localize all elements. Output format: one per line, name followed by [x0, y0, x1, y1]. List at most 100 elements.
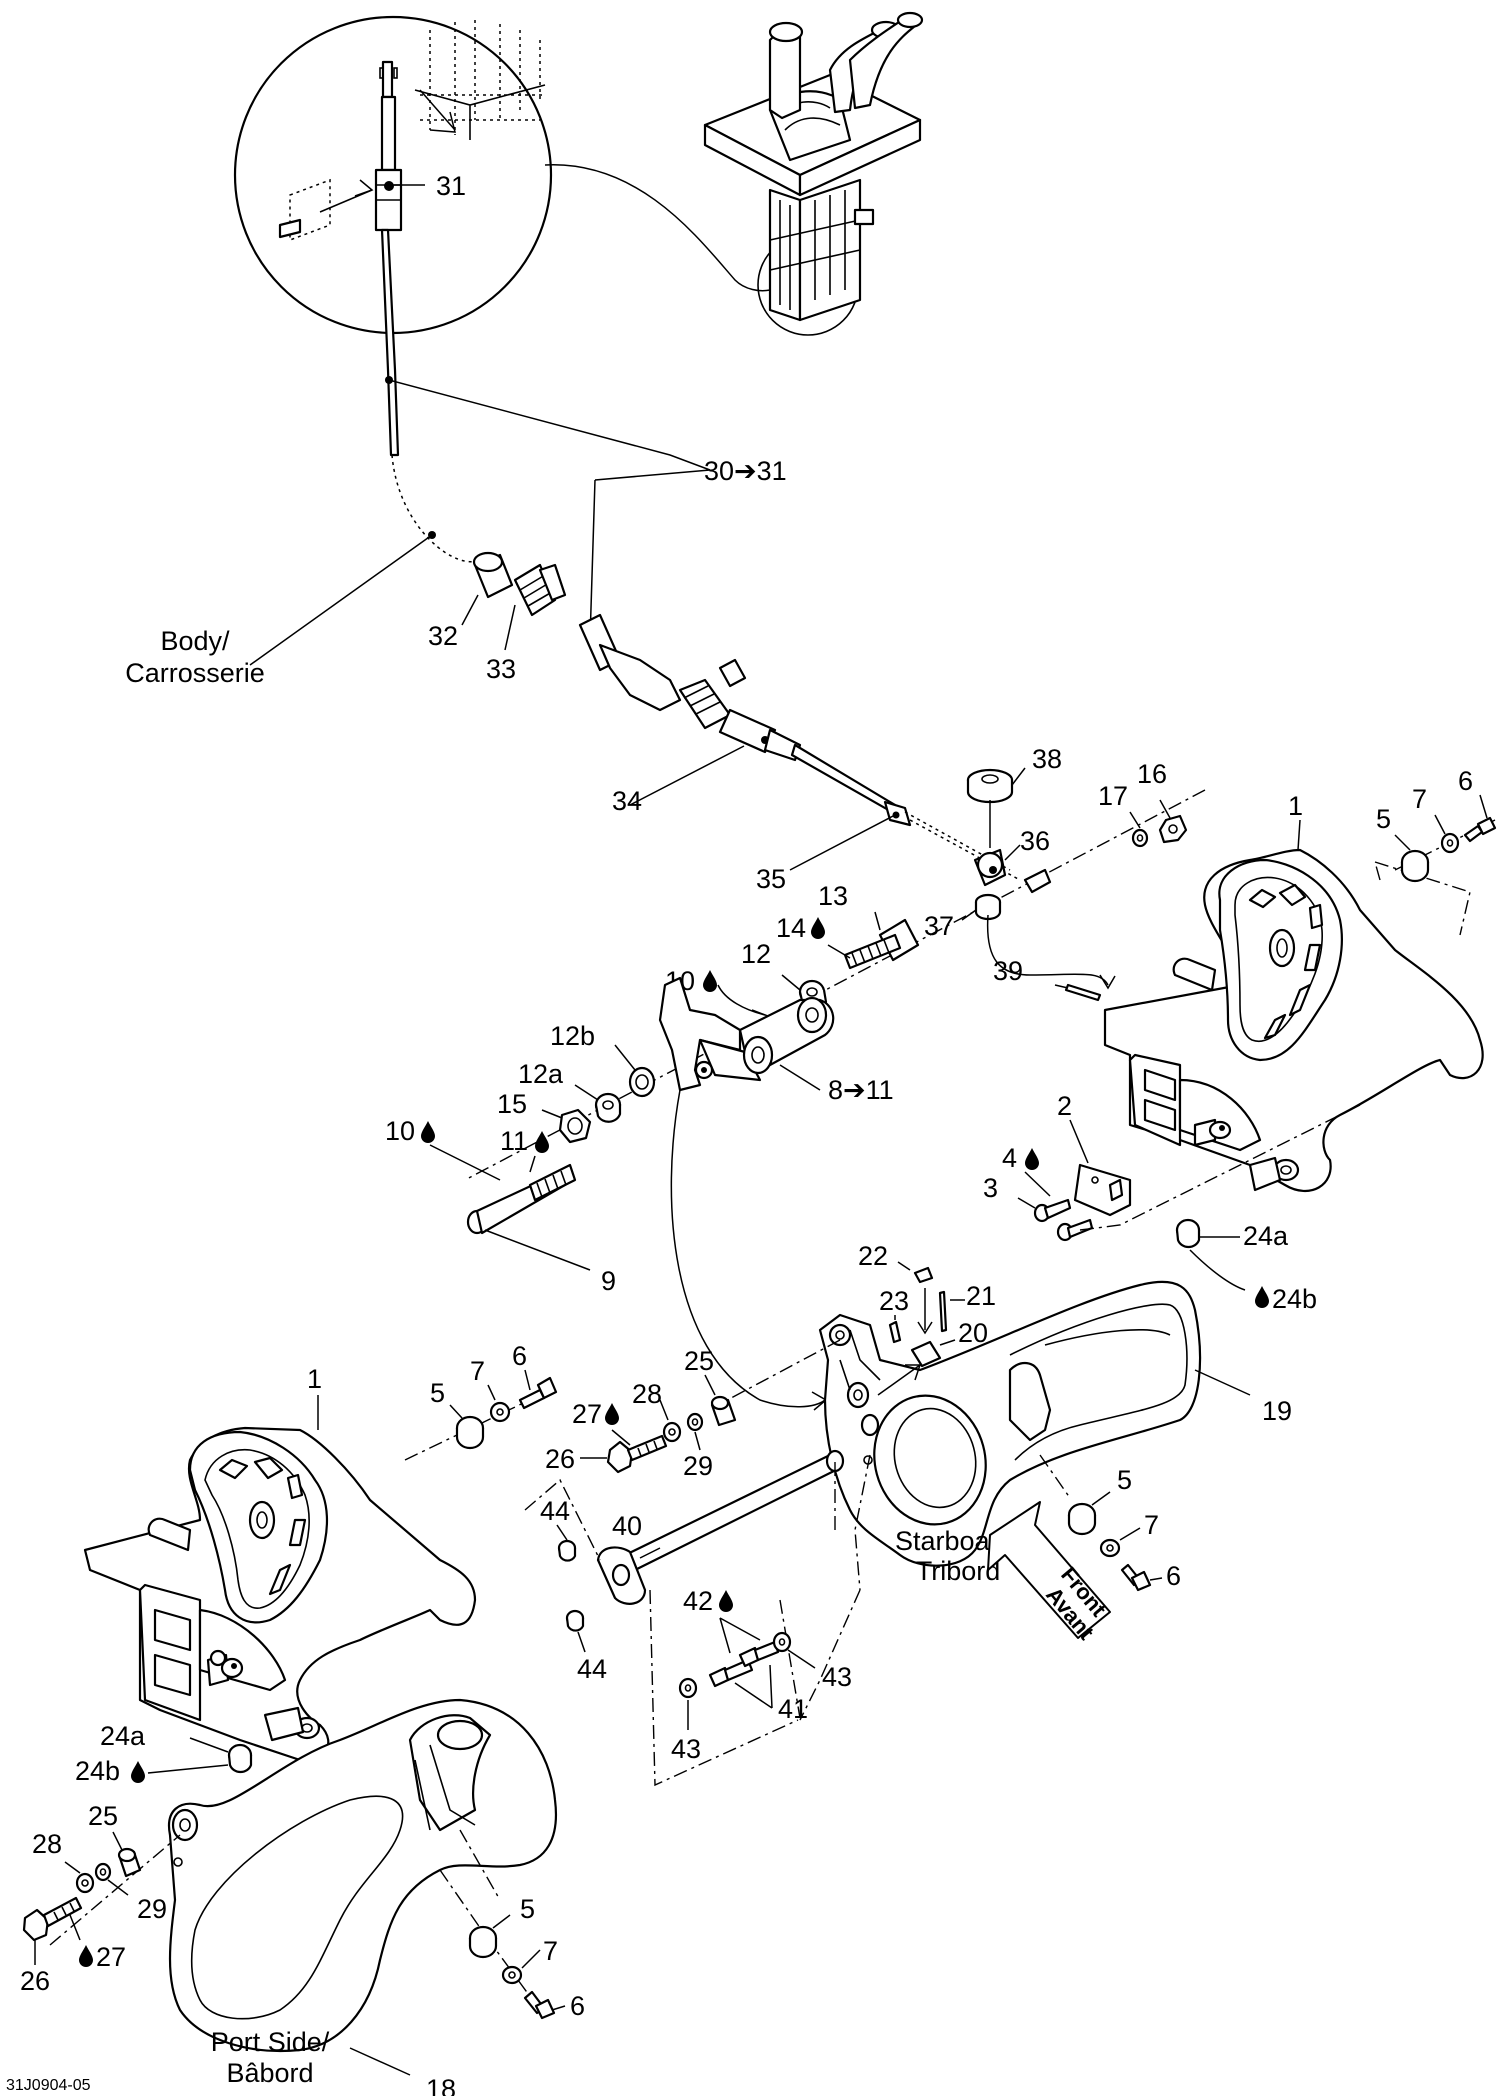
part-24a-bushing-right — [1175, 1218, 1201, 1249]
part-9-pin — [466, 1163, 577, 1235]
oil-drop-icon — [605, 1403, 619, 1425]
part-7-washer-right — [1099, 1538, 1121, 1558]
label-22: 22 — [858, 1241, 888, 1271]
caption-starboard-line2: Tribord — [916, 1556, 1001, 1586]
part-28-washer-mid — [662, 1421, 682, 1443]
part-26-bolt-mid — [606, 1434, 668, 1474]
label-25-mid: 25 — [684, 1346, 714, 1376]
part-5-washer-mid — [455, 1415, 485, 1450]
label-32: 32 — [428, 621, 458, 651]
part-36-ball-joint — [973, 848, 1007, 887]
label-11: 11 — [500, 1126, 528, 1156]
oil-drop-icon — [1255, 1286, 1269, 1308]
label-2: 2 — [1057, 1091, 1072, 1121]
oil-drop-icon — [811, 917, 825, 939]
oil-drop-icon — [719, 1590, 733, 1612]
label-27-left: 27 — [96, 1942, 126, 1972]
part-44-spacer-a — [557, 1539, 577, 1562]
label-36: 36 — [1020, 826, 1050, 856]
part-42-bolts — [708, 1640, 780, 1688]
part-43-washer-a — [772, 1631, 792, 1653]
part-1-bracket-left — [83, 1426, 477, 1762]
label-5-mid: 5 — [430, 1378, 445, 1408]
part-16-nut — [1158, 814, 1188, 844]
part-28-washer-left — [75, 1872, 95, 1894]
detail-magnifier: 31 — [233, 15, 553, 335]
part-8-shift-arm — [658, 976, 835, 1092]
label-6-right: 6 — [1166, 1561, 1181, 1591]
part-17-washer — [1131, 828, 1149, 848]
label-42: 42 — [683, 1586, 713, 1616]
oil-drop-icon — [1025, 1148, 1039, 1170]
part-34-cable-end — [578, 613, 912, 827]
label-24a-left: 24a — [100, 1721, 146, 1751]
caption-body-line1: Body/ — [160, 626, 230, 656]
part-15-nut — [558, 1108, 592, 1144]
label-6-bottom: 6 — [570, 1991, 585, 2021]
part-29-washer-mid — [686, 1412, 704, 1432]
part-6-bolt-right — [1120, 1563, 1152, 1592]
part-19-starboard-handle — [818, 1280, 1202, 1567]
label-5-right: 5 — [1117, 1465, 1132, 1495]
part-21-spring-pin — [938, 1290, 948, 1333]
part-1-bracket-top — [1103, 848, 1484, 1193]
label-29-left: 29 — [137, 1894, 167, 1924]
label-9: 9 — [601, 1266, 616, 1296]
part-33-nut — [513, 563, 567, 617]
part-25-spacer-mid — [710, 1395, 737, 1427]
label-24b-left: 24b — [75, 1756, 120, 1786]
label-5-bottom: 5 — [520, 1894, 535, 1924]
label-39: 39 — [993, 956, 1023, 986]
label-7-top: 7 — [1412, 784, 1427, 814]
part-18-port-handle — [167, 1698, 558, 2052]
part-39-pin — [1064, 983, 1102, 1002]
part-2-plate — [1073, 1163, 1132, 1217]
detail-connector-line — [544, 164, 771, 292]
part-5-washer-top — [1400, 849, 1430, 883]
part-24a-bushing-left — [227, 1743, 253, 1774]
label-26-left: 26 — [20, 1966, 50, 1996]
label-28-mid: 28 — [632, 1379, 662, 1409]
label-26-mid: 26 — [545, 1444, 575, 1474]
label-18: 18 — [426, 2074, 456, 2096]
label-38: 38 — [1032, 744, 1062, 774]
part-6-bolt-top — [1463, 816, 1497, 843]
part-5-washer-right — [1067, 1502, 1097, 1536]
label-31-detail: 31 — [436, 171, 466, 201]
label-44-b: 44 — [577, 1654, 607, 1684]
label-1-top: 1 — [1288, 791, 1303, 821]
oil-drop-icon — [131, 1761, 145, 1783]
label-25-left: 25 — [88, 1801, 118, 1831]
part-38-cap — [966, 768, 1014, 804]
label-30-31: 30➔31 — [704, 456, 787, 486]
label-1-left: 1 — [307, 1364, 322, 1394]
label-4: 4 — [1002, 1143, 1017, 1173]
label-12: 12 — [741, 939, 771, 969]
part-29-washer-left — [94, 1862, 112, 1882]
label-7-right: 7 — [1144, 1510, 1159, 1540]
label-6-mid: 6 — [512, 1341, 527, 1371]
label-23: 23 — [879, 1286, 909, 1316]
label-41: 41 — [778, 1694, 808, 1724]
part-43-washer-b — [678, 1677, 698, 1699]
label-27-mid: 27 — [572, 1399, 602, 1429]
label-3: 3 — [983, 1173, 998, 1203]
label-24a-right: 24a — [1243, 1221, 1289, 1251]
axis-line-top — [464, 789, 1206, 1181]
part-3-screws — [1033, 1198, 1094, 1242]
label-44-a: 44 — [540, 1496, 570, 1526]
label-15: 15 — [497, 1089, 527, 1119]
label-6-top: 6 — [1458, 766, 1473, 796]
part-7-washer-bottom — [501, 1965, 523, 1985]
part-12a-bushing — [594, 1092, 622, 1123]
shift-cable: 30➔31 — [380, 228, 787, 641]
caption-port-line2: Bâbord — [226, 2058, 313, 2088]
part-5-washer-bottom — [468, 1925, 498, 1959]
label-12b: 12b — [550, 1021, 595, 1051]
label-16: 16 — [1137, 759, 1167, 789]
label-29-mid: 29 — [683, 1451, 713, 1481]
part-37-bushing — [974, 893, 1002, 921]
oil-drop-icon — [79, 1945, 93, 1967]
caption-port-line1: Port Side/ — [211, 2027, 330, 2057]
